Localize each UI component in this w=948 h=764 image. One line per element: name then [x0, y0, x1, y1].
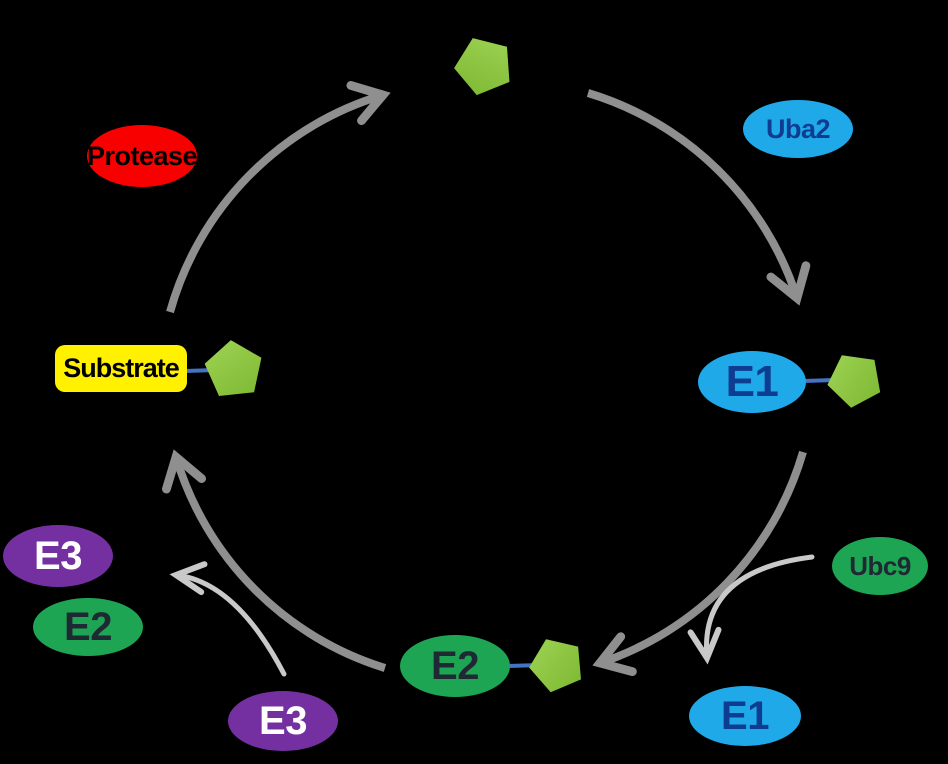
- sumo-pentagon-e2: [529, 639, 582, 693]
- node-label: E3: [259, 699, 307, 743]
- node-e2-charged: E2: [400, 635, 510, 697]
- cycle-arc-substrate-to-sumo: [166, 81, 391, 314]
- node-label: E2: [431, 644, 479, 688]
- sumo-pentagon-substrate: [204, 340, 262, 396]
- node-e2-left: E2: [33, 598, 143, 656]
- exchange-arrow-e2-e3-out: [169, 561, 287, 677]
- sumo-pentagon-free: [454, 38, 510, 96]
- node-e3-bottom: E3: [228, 691, 338, 751]
- node-e1-released: E1: [689, 686, 801, 746]
- node-label: Substrate: [63, 353, 180, 383]
- cycle-arc-e2-to-substrate: [161, 449, 387, 672]
- sumo-pentagon-e1: [827, 355, 881, 408]
- node-protease: Protease: [86, 125, 198, 187]
- connector-e1-pentagon: [803, 378, 835, 383]
- node-uba2: Uba2: [743, 100, 853, 158]
- node-substrate: Substrate: [55, 345, 187, 392]
- node-label: Protease: [86, 140, 198, 171]
- node-e1-charged: E1: [698, 351, 806, 413]
- node-e3-left: E3: [3, 525, 113, 587]
- node-label: Ubc9: [849, 551, 911, 581]
- node-label: E1: [725, 357, 779, 406]
- cycle-arc-e1-to-e2: [592, 450, 807, 676]
- node-label: E2: [64, 605, 112, 649]
- cycle-arc-sumo-to-e1: [586, 89, 811, 306]
- exchange-arrow-ubc9-in-e1-out: [687, 554, 815, 665]
- node-label: Uba2: [765, 113, 831, 144]
- node-ubc9: Ubc9: [832, 537, 928, 595]
- node-label: E1: [721, 694, 769, 738]
- node-label: E3: [34, 534, 82, 578]
